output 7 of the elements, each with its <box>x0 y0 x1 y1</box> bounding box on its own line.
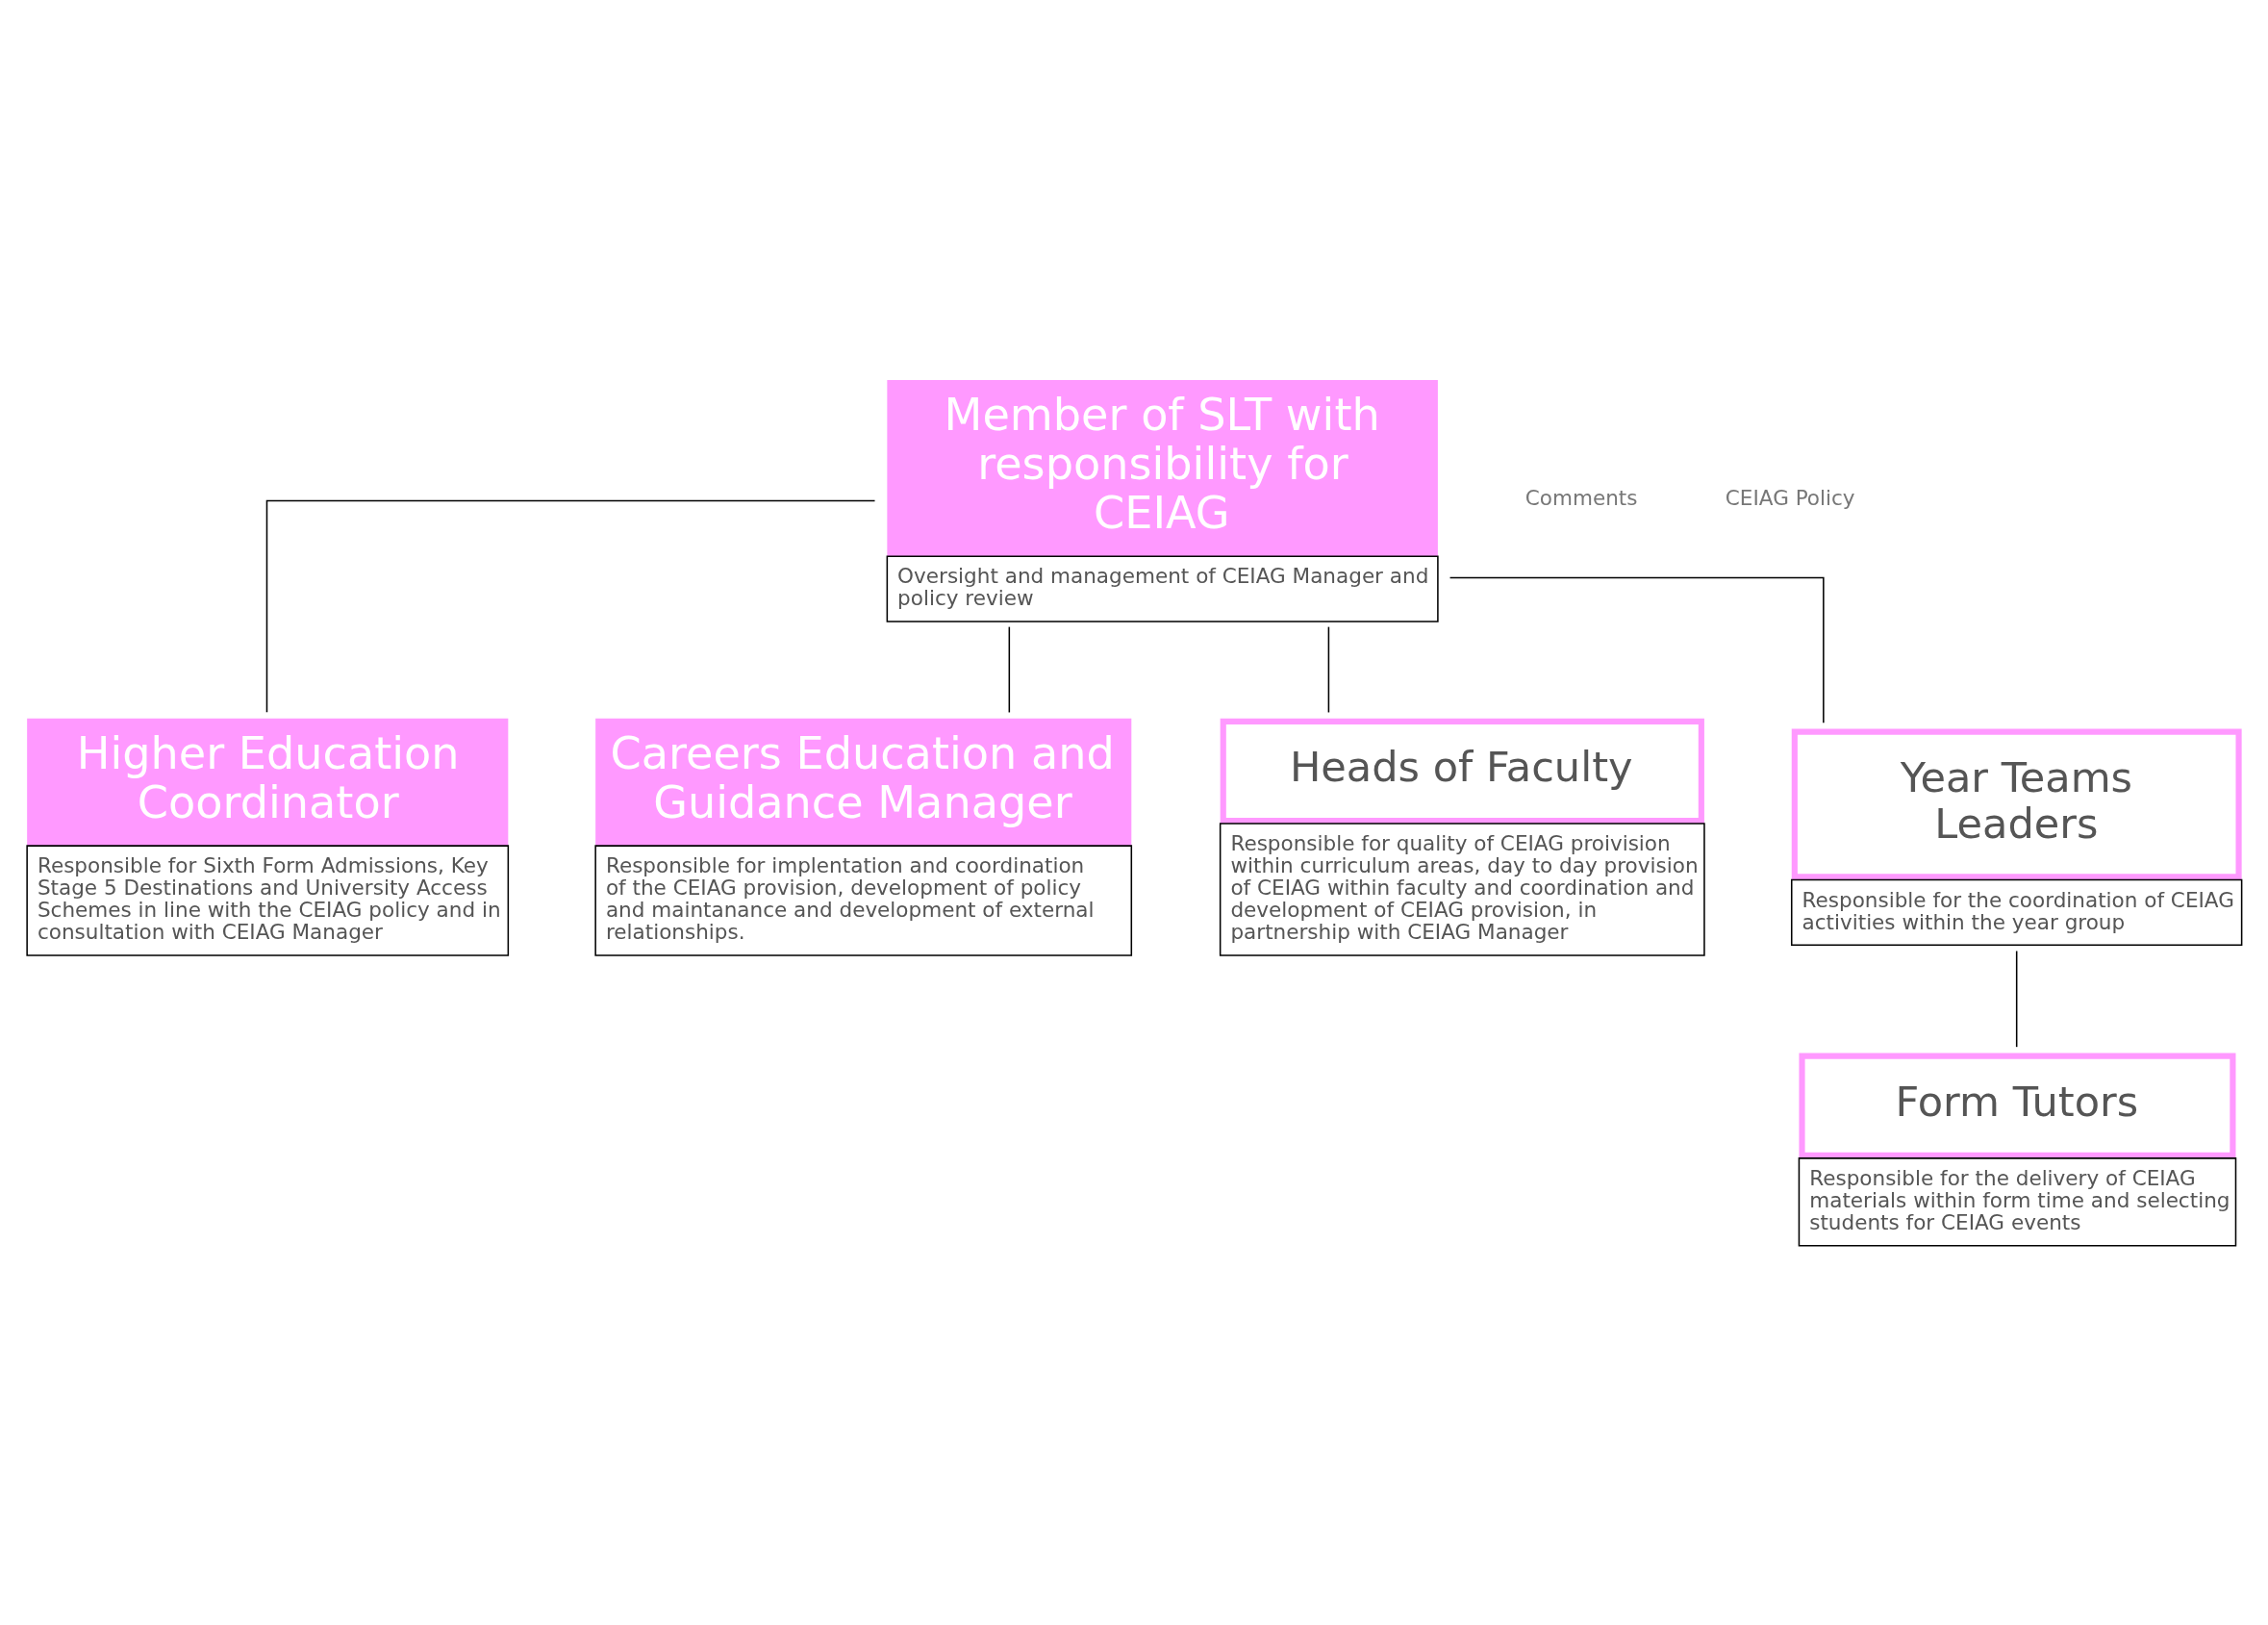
connector <box>1327 625 1330 714</box>
connector <box>1008 625 1011 714</box>
connector <box>1449 576 1825 724</box>
label: Comments <box>1525 486 1638 511</box>
connector <box>2015 950 2018 1048</box>
label: CEIAG Policy <box>1725 486 1855 511</box>
connector <box>265 499 876 714</box>
